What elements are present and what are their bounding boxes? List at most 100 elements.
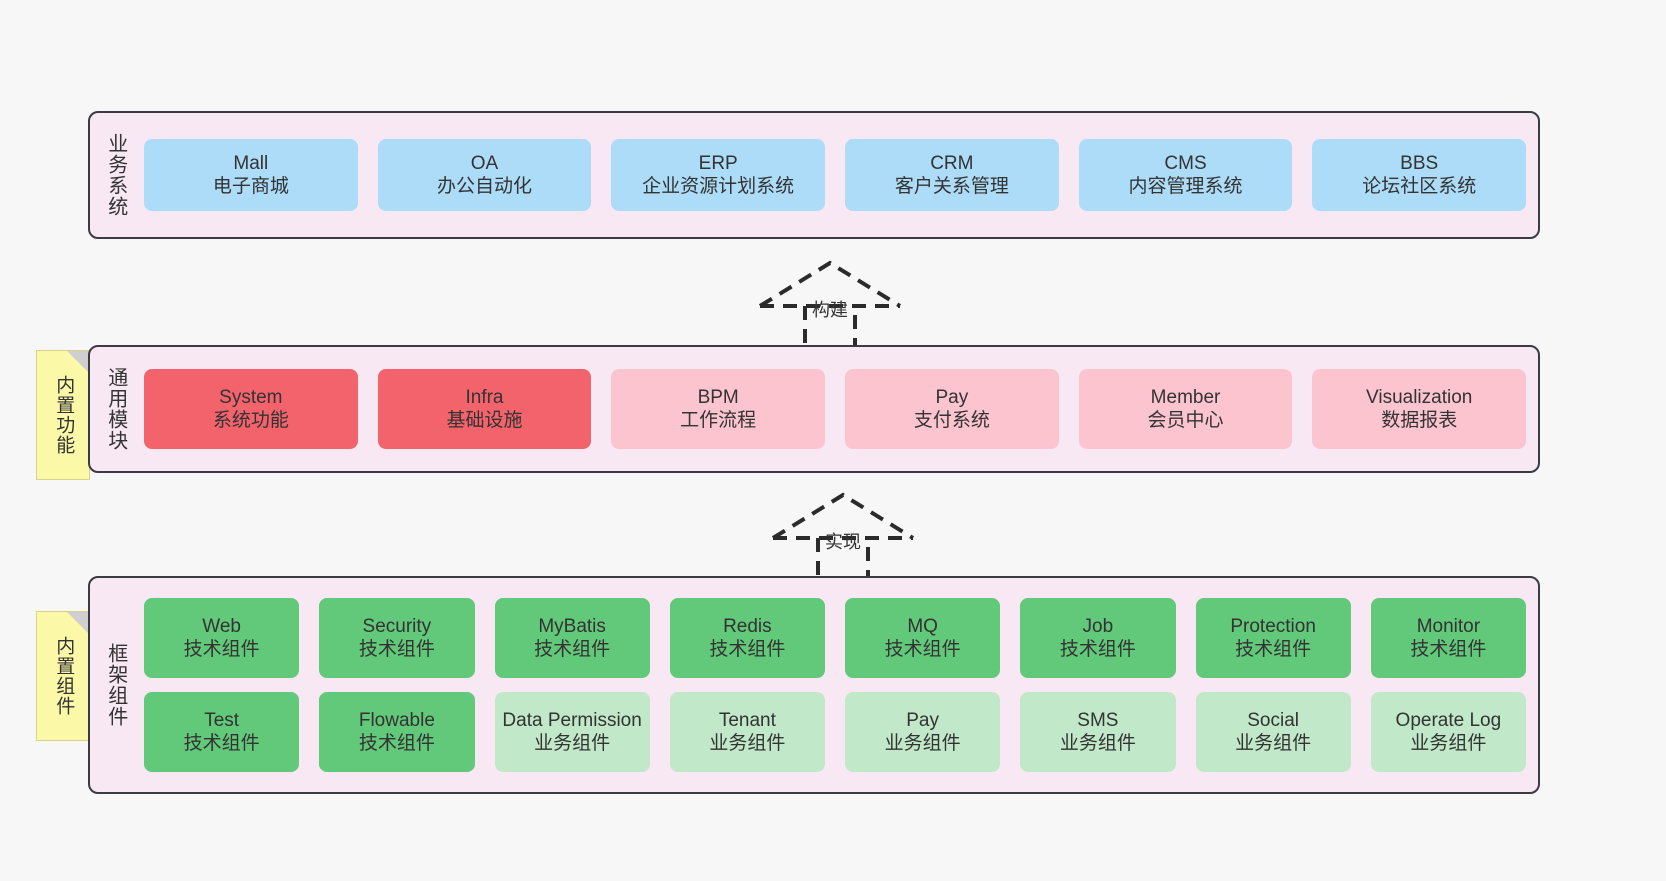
business-card-erp[interactable]: ERP 企业资源计划系统 <box>611 139 826 211</box>
card-title-en: Mall <box>233 152 269 174</box>
common-card-system[interactable]: System 系统功能 <box>144 369 358 449</box>
framework-card-job[interactable]: Job 技术组件 <box>1020 598 1176 678</box>
card-title-cn: 基础设施 <box>446 410 523 431</box>
card-title-en: ERP <box>698 152 738 174</box>
layer-common-body: System 系统功能 Infra 基础设施 BPM 工作流程 Pay 支付系统… <box>140 347 1538 471</box>
framework-card-data-permission[interactable]: Data Permission 业务组件 <box>494 692 650 772</box>
note-builtin-function-label: 内置功能 <box>53 375 75 455</box>
card-title-cn: 技术组件 <box>358 733 435 754</box>
framework-card-pay[interactable]: Pay 业务组件 <box>845 692 1001 772</box>
card-title-cn: 业务组件 <box>1235 733 1312 754</box>
implement-arrow-label: 实现 <box>825 532 861 552</box>
layer-common-modules: 通用模块 System 系统功能 Infra 基础设施 BPM 工作流程 Pay… <box>88 345 1540 473</box>
card-title-en: BBS <box>1400 152 1439 174</box>
common-row: System 系统功能 Infra 基础设施 BPM 工作流程 Pay 支付系统… <box>144 369 1527 449</box>
layer-framework-body: Web 技术组件 Security 技术组件 MyBatis 技术组件 Redi… <box>140 578 1538 792</box>
card-title-cn: 技术组件 <box>534 639 611 660</box>
note-builtin-component: 内置组件 <box>36 611 90 741</box>
card-title-cn: 办公自动化 <box>437 176 533 197</box>
note-builtin-function: 内置功能 <box>36 350 90 480</box>
note-builtin-component-label: 内置组件 <box>53 636 75 716</box>
layer-business-systems: 业务系统 Mall 电子商城 OA 办公自动化 ERP 企业资源计划系统 CRM… <box>88 111 1540 239</box>
card-title-en: Monitor <box>1416 615 1481 637</box>
card-title-en: System <box>219 386 283 408</box>
card-title-en: OA <box>470 152 499 174</box>
card-title-cn: 业务组件 <box>534 733 611 754</box>
business-row: Mall 电子商城 OA 办公自动化 ERP 企业资源计划系统 CRM 客户关系… <box>144 139 1527 211</box>
card-title-cn: 技术组件 <box>1410 639 1487 660</box>
card-title-en: Data Permission <box>502 709 642 731</box>
card-title-cn: 客户关系管理 <box>894 176 1009 197</box>
card-title-cn: 电子商城 <box>212 176 289 197</box>
build-arrow-label: 构建 <box>812 300 848 320</box>
card-title-en: CMS <box>1164 152 1207 174</box>
layer-framework-components: 框架组件 Web 技术组件 Security 技术组件 MyBatis 技术组件… <box>88 576 1540 794</box>
framework-card-social[interactable]: Social 业务组件 <box>1195 692 1351 772</box>
layer-business-body: Mall 电子商城 OA 办公自动化 ERP 企业资源计划系统 CRM 客户关系… <box>140 113 1538 237</box>
layer-framework-title: 框架组件 <box>104 643 127 727</box>
card-title-en: Pay <box>906 709 939 731</box>
framework-card-tenant[interactable]: Tenant 业务组件 <box>669 692 825 772</box>
framework-card-security[interactable]: Security 技术组件 <box>319 598 475 678</box>
business-card-bbs[interactable]: BBS 论坛社区系统 <box>1312 139 1527 211</box>
framework-card-sms[interactable]: SMS 业务组件 <box>1020 692 1176 772</box>
framework-card-test[interactable]: Test 技术组件 <box>144 692 300 772</box>
card-title-en: Web <box>202 615 241 637</box>
business-card-cms[interactable]: CMS 内容管理系统 <box>1078 139 1293 211</box>
common-card-pay[interactable]: Pay 支付系统 <box>845 369 1059 449</box>
card-title-en: Redis <box>723 615 772 637</box>
framework-card-web[interactable]: Web 技术组件 <box>144 598 300 678</box>
framework-card-operate-log[interactable]: Operate Log 业务组件 <box>1370 692 1526 772</box>
card-title-en: MQ <box>907 615 938 637</box>
build-arrow: 构建 <box>750 258 910 358</box>
card-title-cn: 工作流程 <box>680 410 757 431</box>
layer-business-title: 业务系统 <box>104 133 127 217</box>
card-title-en: Tenant <box>718 709 776 731</box>
card-title-cn: 业务组件 <box>884 733 961 754</box>
card-title-en: Flowable <box>358 709 435 731</box>
layer-common-title: 通用模块 <box>104 367 127 451</box>
card-title-en: BPM <box>697 386 739 408</box>
card-title-cn: 支付系统 <box>913 410 990 431</box>
framework-row-1: Web 技术组件 Security 技术组件 MyBatis 技术组件 Redi… <box>144 598 1526 678</box>
card-title-en: CRM <box>930 152 974 174</box>
card-title-cn: 技术组件 <box>1059 639 1136 660</box>
framework-card-redis[interactable]: Redis 技术组件 <box>669 598 825 678</box>
card-title-cn: 技术组件 <box>1235 639 1312 660</box>
common-card-visualization[interactable]: Visualization 数据报表 <box>1312 369 1527 449</box>
framework-card-flowable[interactable]: Flowable 技术组件 <box>319 692 475 772</box>
card-title-en: MyBatis <box>538 615 606 637</box>
card-title-cn: 技术组件 <box>358 639 435 660</box>
card-title-cn: 企业资源计划系统 <box>642 176 795 197</box>
framework-row-2: Test 技术组件 Flowable 技术组件 Data Permission … <box>144 692 1526 772</box>
card-title-en: Protection <box>1230 615 1316 637</box>
framework-card-protection[interactable]: Protection 技术组件 <box>1195 598 1351 678</box>
card-title-en: Social <box>1247 709 1299 731</box>
card-title-cn: 业务组件 <box>1059 733 1136 754</box>
business-card-oa[interactable]: OA 办公自动化 <box>377 139 592 211</box>
card-title-cn: 技术组件 <box>183 639 260 660</box>
business-card-crm[interactable]: CRM 客户关系管理 <box>845 139 1059 211</box>
card-title-en: Security <box>362 615 432 637</box>
card-title-cn: 论坛社区系统 <box>1362 176 1477 197</box>
card-title-en: Operate Log <box>1395 709 1502 731</box>
card-title-en: Test <box>204 709 240 731</box>
business-card-mall[interactable]: Mall 电子商城 <box>144 139 358 211</box>
card-title-cn: 业务组件 <box>709 733 786 754</box>
framework-card-monitor[interactable]: Monitor 技术组件 <box>1370 598 1526 678</box>
framework-card-mq[interactable]: MQ 技术组件 <box>845 598 1001 678</box>
framework-card-mybatis[interactable]: MyBatis 技术组件 <box>494 598 650 678</box>
card-title-cn: 技术组件 <box>709 639 786 660</box>
card-title-en: SMS <box>1077 709 1119 731</box>
card-title-cn: 技术组件 <box>884 639 961 660</box>
card-title-en: Pay <box>935 386 969 408</box>
card-title-cn: 内容管理系统 <box>1128 176 1243 197</box>
common-card-member[interactable]: Member 会员中心 <box>1078 369 1293 449</box>
common-card-infra[interactable]: Infra 基础设施 <box>377 369 592 449</box>
card-title-cn: 技术组件 <box>183 733 260 754</box>
card-title-cn: 业务组件 <box>1410 733 1487 754</box>
common-card-bpm[interactable]: BPM 工作流程 <box>611 369 826 449</box>
card-title-en: Infra <box>465 386 504 408</box>
card-title-en: Visualization <box>1366 386 1473 408</box>
card-title-cn: 会员中心 <box>1147 410 1224 431</box>
